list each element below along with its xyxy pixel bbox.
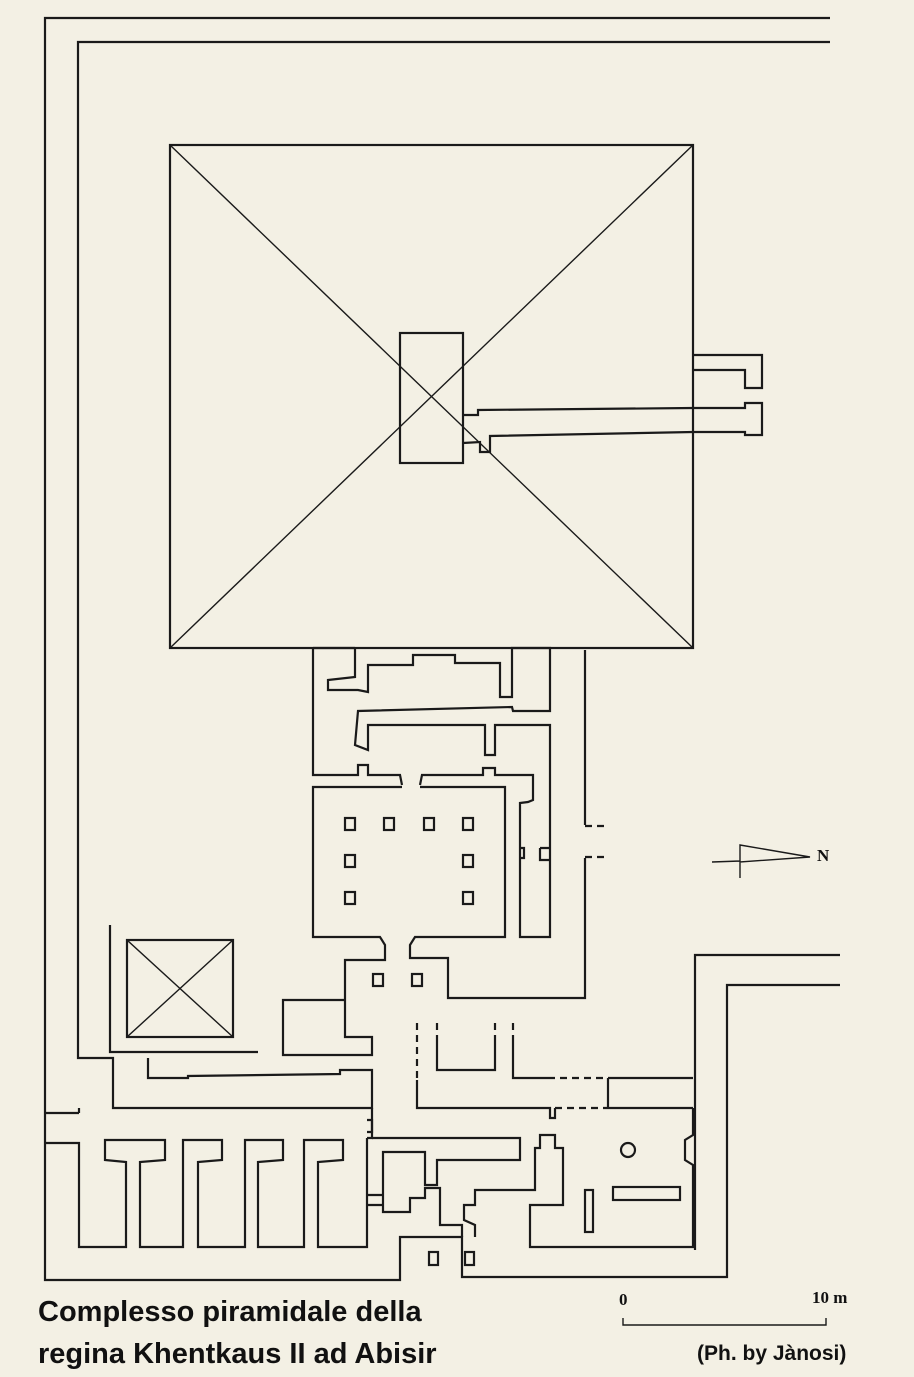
caption-line-2: regina Khentkaus II ad Abisir <box>38 1338 437 1370</box>
pyramid-diagonals <box>169 144 694 649</box>
photo-credit: (Ph. by Jànosi) <box>697 1342 847 1365</box>
pillar <box>343 816 357 832</box>
pillar <box>343 890 357 906</box>
inner-enclosure-east <box>693 953 840 1250</box>
entrance-pillar <box>427 1250 440 1267</box>
dashed-walls-north <box>415 1023 515 1080</box>
descending-corridor <box>462 401 764 454</box>
pillar <box>382 816 396 832</box>
temple-east-gate <box>585 824 605 859</box>
cult-pyramid-enclosure <box>76 925 374 1110</box>
cult-pyramid <box>125 938 235 1039</box>
pillar <box>343 853 357 869</box>
outer-enclosure-wall <box>43 16 840 1282</box>
scale-bar <box>622 1318 827 1326</box>
inner-enclosure-wall <box>76 40 830 1047</box>
vestibule-rooms <box>415 1040 693 1120</box>
court-pillars <box>343 816 475 988</box>
entrance-chapel <box>693 353 764 390</box>
temple-rooms-upper <box>313 646 552 939</box>
north-label: N <box>817 846 830 865</box>
offering-table <box>611 1185 682 1202</box>
temple-west-wall <box>311 648 404 786</box>
open-court <box>281 785 402 1057</box>
side-room-marks <box>520 846 550 862</box>
scale-start-label: 0 <box>619 1290 628 1309</box>
north-arrow-icon <box>711 844 811 878</box>
caption-line-1: Complesso piramidale della <box>38 1296 422 1328</box>
stela-base <box>583 1188 595 1234</box>
magazine-corridor <box>77 1108 374 1140</box>
pillar <box>410 972 424 988</box>
pillar <box>461 816 475 832</box>
entrance-pillar <box>463 1250 476 1267</box>
pillar <box>461 890 475 906</box>
main-pyramid <box>168 143 695 650</box>
entrance-passage <box>45 1111 369 1249</box>
doorway-marks <box>367 1118 383 1207</box>
cult-pyramid-diagonals <box>126 939 234 1038</box>
burial-chamber <box>398 331 465 465</box>
pillar <box>461 853 475 869</box>
scale-end-label: 10 m <box>812 1288 848 1307</box>
round-basin <box>619 1141 637 1159</box>
dashed-walls-east <box>548 1076 608 1110</box>
north-arrow <box>711 844 811 878</box>
pillar <box>371 972 385 988</box>
pillar <box>422 816 436 832</box>
south-rooms <box>372 1108 695 1249</box>
temple-east-wall <box>408 650 587 1000</box>
